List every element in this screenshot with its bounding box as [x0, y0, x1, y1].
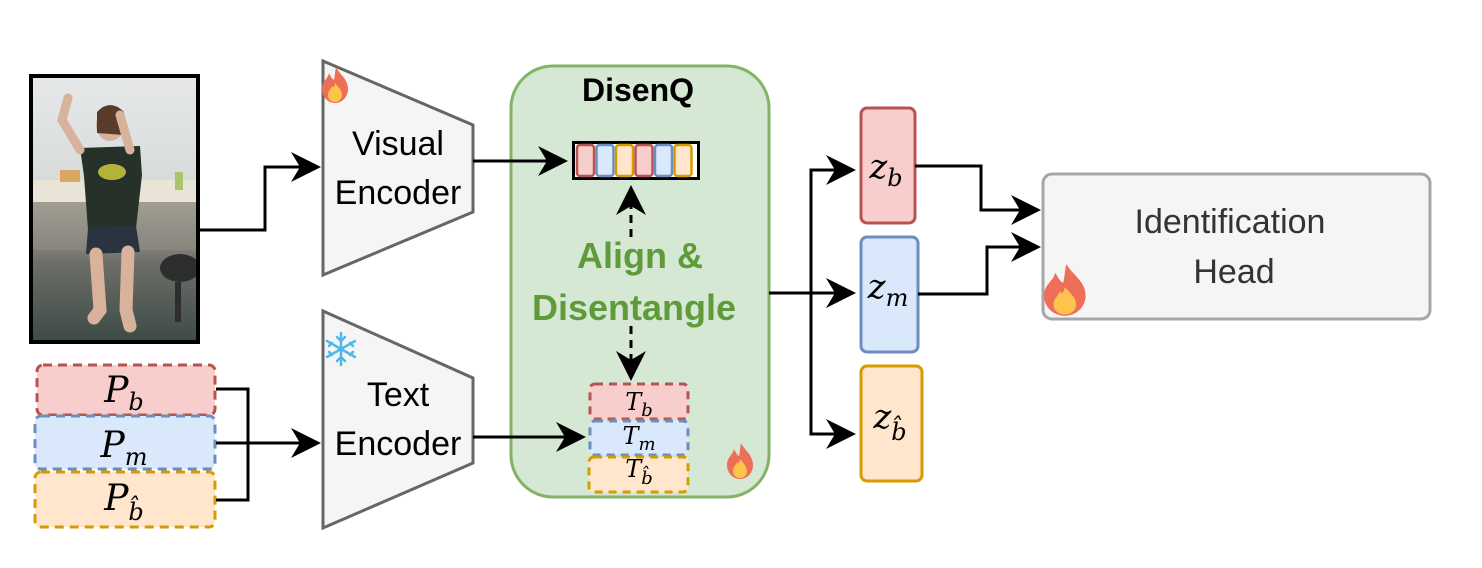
- fire-icon: [322, 67, 348, 103]
- snowflake-icon: [325, 331, 357, 367]
- latent-box-bhat: [859, 364, 924, 483]
- edge-disenq-to-latents: [769, 155, 856, 449]
- input-video-frame: [29, 74, 200, 344]
- identification-head-block: Identification Head: [1041, 172, 1432, 321]
- text-encoder-label-line2: Encoder: [335, 425, 462, 463]
- latent-label-m: zm: [867, 267, 909, 312]
- text-encoder-block: Text Encoder: [321, 308, 475, 531]
- latent-label-b: zb: [868, 147, 902, 192]
- prompt-label-b: Pb: [103, 370, 144, 416]
- prompt-label-bhat: Pb̂: [103, 478, 144, 526]
- align-label: Align &: [577, 235, 703, 276]
- query-cell: [634, 143, 654, 178]
- prompt-box-bhat: [33, 470, 217, 529]
- text-token-b: [588, 382, 690, 421]
- text-token-bhat: [587, 455, 690, 494]
- query-bank: [572, 141, 700, 180]
- text-encoder-label-line1: Text: [367, 376, 430, 414]
- visual-encoder-label-line2: Encoder: [335, 174, 462, 212]
- edge-zm-to-head: [918, 232, 1041, 296]
- prompt-stack: Pb Pm Pb̂: [33, 363, 217, 529]
- query-cell: [595, 143, 615, 178]
- edge-prompts-to-text-encoder: [216, 387, 321, 502]
- text-token-m: [588, 419, 690, 457]
- identification-head-label-line1: Identification: [1135, 203, 1326, 241]
- query-cell: [614, 143, 635, 178]
- fire-icon: [1044, 264, 1086, 316]
- prompt-box-m: [33, 414, 217, 471]
- edge-video-to-visual-encoder: [200, 152, 321, 232]
- identification-head-label-line2: Head: [1193, 253, 1274, 291]
- text-token-label-bhat: Tb̂: [625, 455, 653, 489]
- prompt-label-m: Pm: [100, 425, 148, 471]
- text-token-label-b: Tb: [625, 388, 653, 421]
- disenq-module: DisenQ Align & Disentangle Tb Tm Tb̂: [509, 64, 771, 499]
- prompt-box-b: [35, 363, 217, 417]
- fire-icon: [727, 443, 753, 479]
- query-cell: [575, 143, 596, 178]
- latent-stack: zb zm zb̂: [859, 106, 924, 483]
- query-cell: [673, 143, 693, 178]
- edge-zb-to-head: [915, 164, 1041, 225]
- query-cell: [653, 143, 674, 178]
- text-token-label-m: Tm: [622, 422, 655, 455]
- visual-encoder-label-line1: Visual: [352, 125, 444, 163]
- visual-encoder-block: Visual Encoder: [321, 58, 475, 278]
- latent-label-bhat: zb̂: [872, 397, 906, 446]
- disentangle-label: Disentangle: [532, 287, 736, 328]
- disenq-title: DisenQ: [582, 72, 694, 108]
